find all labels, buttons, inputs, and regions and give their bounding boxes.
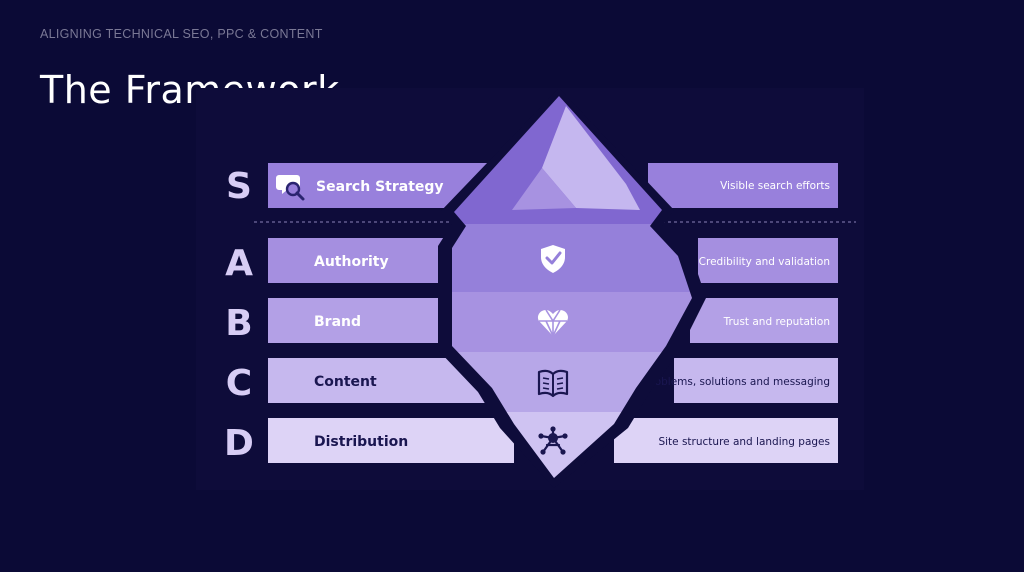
row-d-letter: D bbox=[224, 423, 254, 464]
row-s-label: Search Strategy bbox=[316, 179, 444, 195]
row-a-label: Authority bbox=[314, 254, 389, 270]
row-s-right-bar bbox=[648, 163, 838, 208]
row-c-description: Problems, solutions and messaging bbox=[644, 376, 830, 388]
row-b-letter: B bbox=[225, 303, 252, 344]
row-c-left-bar bbox=[268, 358, 488, 403]
search-chat-icon bbox=[276, 175, 305, 201]
network-structure-icon bbox=[538, 426, 568, 455]
row-a-right-bar bbox=[698, 238, 838, 283]
iceberg-tip-facet bbox=[512, 168, 576, 210]
shield-check-icon bbox=[541, 245, 565, 273]
open-book-icon bbox=[537, 369, 569, 398]
row-a-description: Credibility and validation bbox=[699, 256, 830, 268]
row-b-description: Trust and reputation bbox=[723, 316, 830, 328]
iceberg-framework-diagram: S Search Strategy Visible search efforts… bbox=[196, 88, 864, 490]
row-d-description: Site structure and landing pages bbox=[658, 436, 830, 448]
row-a: A Authority Credibility and validation bbox=[225, 238, 838, 284]
row-d-right-bar bbox=[614, 418, 838, 463]
iceberg-tip-highlight bbox=[542, 106, 640, 210]
row-b-label: Brand bbox=[314, 314, 361, 330]
row-d-label: Distribution bbox=[314, 434, 408, 450]
row-c-label: Content bbox=[314, 374, 377, 390]
row-a-letter: A bbox=[225, 243, 253, 284]
row-c-right-bar bbox=[674, 358, 838, 403]
row-d: D Distribution Site structure and landin… bbox=[224, 418, 838, 464]
row-c: C Content Problems, solutions and messag… bbox=[226, 358, 838, 404]
row-a-left-bar bbox=[268, 238, 468, 283]
slide-eyebrow: ALIGNING TECHNICAL SEO, PPC & CONTENT bbox=[40, 27, 323, 41]
heart-gem-icon bbox=[537, 309, 569, 338]
row-b-right-bar bbox=[690, 298, 838, 343]
row-c-letter: C bbox=[226, 363, 252, 404]
row-d-left-bar bbox=[268, 418, 514, 463]
row-s-description: Visible search efforts bbox=[720, 180, 830, 192]
row-s-letter: S bbox=[226, 166, 252, 207]
